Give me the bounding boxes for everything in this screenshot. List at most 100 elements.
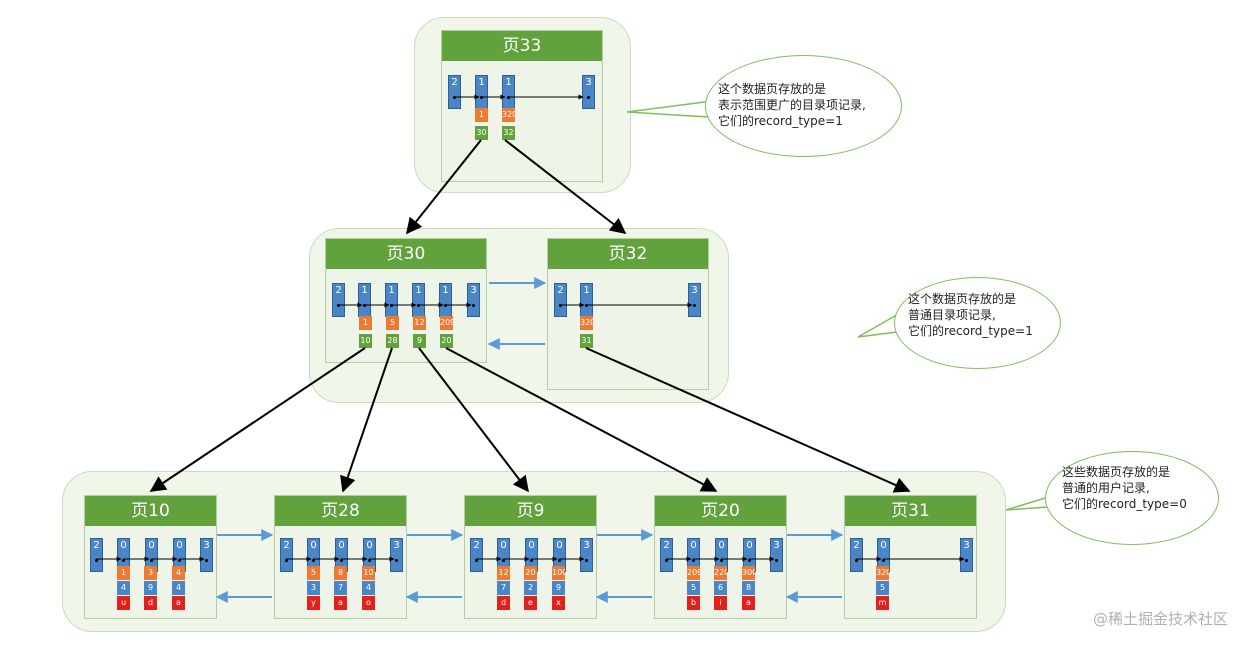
record-col3-cell: a	[172, 596, 185, 610]
record-col2-cell: 2	[524, 581, 537, 595]
record-col2-cell: 5	[687, 581, 700, 595]
record-col3-cell: d	[497, 596, 510, 610]
infimum-record-slot: 2	[850, 538, 863, 572]
record-col3-cell: o	[362, 596, 375, 610]
record-col3-cell: d	[144, 596, 157, 610]
record-col3-cell: b	[687, 596, 700, 610]
page-30: 页30 2 1 1 10 1 5 28 1 12 9 1 209 20 3	[325, 238, 487, 363]
supremum-record-slot: 3	[688, 283, 701, 317]
record-page-cell: 9	[413, 334, 426, 348]
record-key-cell: 1	[475, 108, 488, 122]
callout-text-root: 这个数据页存放的是表示范围更广的目录项记录,它们的record_type=1	[718, 82, 866, 128]
page-32: 页32 2 1 320 31 3	[547, 238, 709, 390]
page-28: 页28 2 0 5 3 y 0 8 7 a 0 10 4 o 3	[274, 495, 407, 619]
record-col2-cell: 4	[172, 581, 185, 595]
child-pointer-arrow	[418, 347, 529, 493]
supremum-record-slot: 3	[582, 75, 595, 109]
supremum-record-slot: 3	[200, 538, 213, 572]
infimum-record-slot: 2	[554, 283, 567, 317]
record-col1-cell: 5	[307, 566, 320, 580]
record-col3-cell: m	[876, 596, 889, 610]
record-col1-cell: 8	[334, 566, 347, 580]
infimum-record-slot: 2	[90, 538, 103, 572]
record-col3-cell: x	[552, 596, 565, 610]
record-key-cell: 320	[580, 316, 593, 330]
record-col2-cell: 6	[714, 581, 727, 595]
infimum-record-slot: 2	[280, 538, 293, 572]
page-title: 页31	[845, 496, 976, 526]
record-col1-cell: 100	[552, 566, 565, 580]
child-pointer-arrow	[340, 347, 393, 493]
record-col3-cell: e	[524, 596, 537, 610]
supremum-record-slot: 3	[770, 538, 783, 572]
child-pointer-arrow	[504, 139, 627, 234]
record-page-cell: 30	[475, 126, 488, 140]
infimum-record-slot: 2	[470, 538, 483, 572]
page-9: 页9 2 0 12 7 d 0 20 2 e 0 100 9 x 3	[464, 495, 597, 619]
infimum-record-slot: 2	[332, 283, 345, 317]
record-key-cell: 209	[440, 316, 453, 330]
record-page-cell: 28	[386, 334, 399, 348]
supremum-record-slot: 3	[960, 538, 973, 572]
supremum-record-slot: 3	[467, 283, 480, 317]
record-col2-cell: 4	[117, 581, 130, 595]
page-title: 页30	[326, 239, 486, 269]
supremum-record-slot: 3	[390, 538, 403, 572]
record-col2-cell: 5	[876, 581, 889, 595]
callout-bubble-middle	[894, 277, 1061, 369]
child-pointer-arrow	[445, 347, 718, 492]
user-record-slot: 0	[173, 538, 186, 572]
callout-text-middle: 这个数据页存放的是普通目录项记录,它们的record_type=1	[908, 292, 1033, 338]
supremum-record-slot: 3	[580, 538, 593, 572]
callout-text-leaf: 这些数据页存放的是普通的用户记录,它们的record_type=0	[1062, 465, 1187, 511]
record-page-cell: 10	[359, 334, 372, 348]
record-col2-cell: 3	[307, 581, 320, 595]
record-col2-cell: 9	[144, 581, 157, 595]
callout-bubble-leaf	[1045, 451, 1219, 545]
record-page-cell: 32	[502, 126, 515, 140]
record-col1-cell: 1	[117, 566, 130, 580]
callout-bubble-root	[705, 55, 902, 157]
record-col1-cell: 320	[876, 566, 889, 580]
directory-record-slot: 1	[385, 283, 398, 317]
page-title: 页33	[442, 31, 602, 61]
user-record-slot: 0	[715, 538, 728, 572]
record-col2-cell: 9	[552, 581, 565, 595]
record-col3-cell: a	[742, 596, 755, 610]
infimum-record-slot: 2	[660, 538, 673, 572]
record-col2-cell: 8	[742, 581, 755, 595]
child-pointer-arrow	[149, 347, 366, 492]
child-pointer-arrow	[585, 347, 911, 493]
record-col3-cell: a	[334, 596, 347, 610]
infimum-record-slot: 2	[448, 75, 461, 109]
record-key-cell: 12	[413, 316, 426, 330]
record-key-cell: 1	[359, 316, 372, 330]
record-col1-cell: 20	[524, 566, 537, 580]
page-31: 页31 2 0 320 5 m 3	[844, 495, 977, 619]
page-title: 页9	[465, 496, 596, 526]
record-col1-cell: 12	[497, 566, 510, 580]
record-col2-cell: 7	[497, 581, 510, 595]
directory-record-slot: 1	[580, 283, 593, 317]
directory-record-slot: 1	[412, 283, 425, 317]
record-col3-cell: u	[117, 596, 130, 610]
record-col1-cell: 3	[144, 566, 157, 580]
record-page-cell: 20	[440, 334, 453, 348]
child-pointer-arrow	[406, 139, 482, 235]
page-title: 页28	[275, 496, 406, 526]
record-key-cell: 320	[502, 108, 515, 122]
record-key-cell: 5	[386, 316, 399, 330]
record-col3-cell: i	[714, 596, 727, 610]
record-col3-cell: y	[307, 596, 320, 610]
record-col1-cell: 220	[714, 566, 727, 580]
record-col2-cell: 4	[362, 581, 375, 595]
page-title: 页32	[548, 239, 708, 269]
record-col2-cell: 7	[334, 581, 347, 595]
record-col1-cell: 300	[742, 566, 755, 580]
record-col1-cell: 10	[362, 566, 375, 580]
record-col1-cell: 4	[172, 566, 185, 580]
page-title: 页10	[85, 496, 216, 526]
page-title: 页20	[655, 496, 786, 526]
watermark: @稀土掘金技术社区	[1092, 610, 1228, 628]
